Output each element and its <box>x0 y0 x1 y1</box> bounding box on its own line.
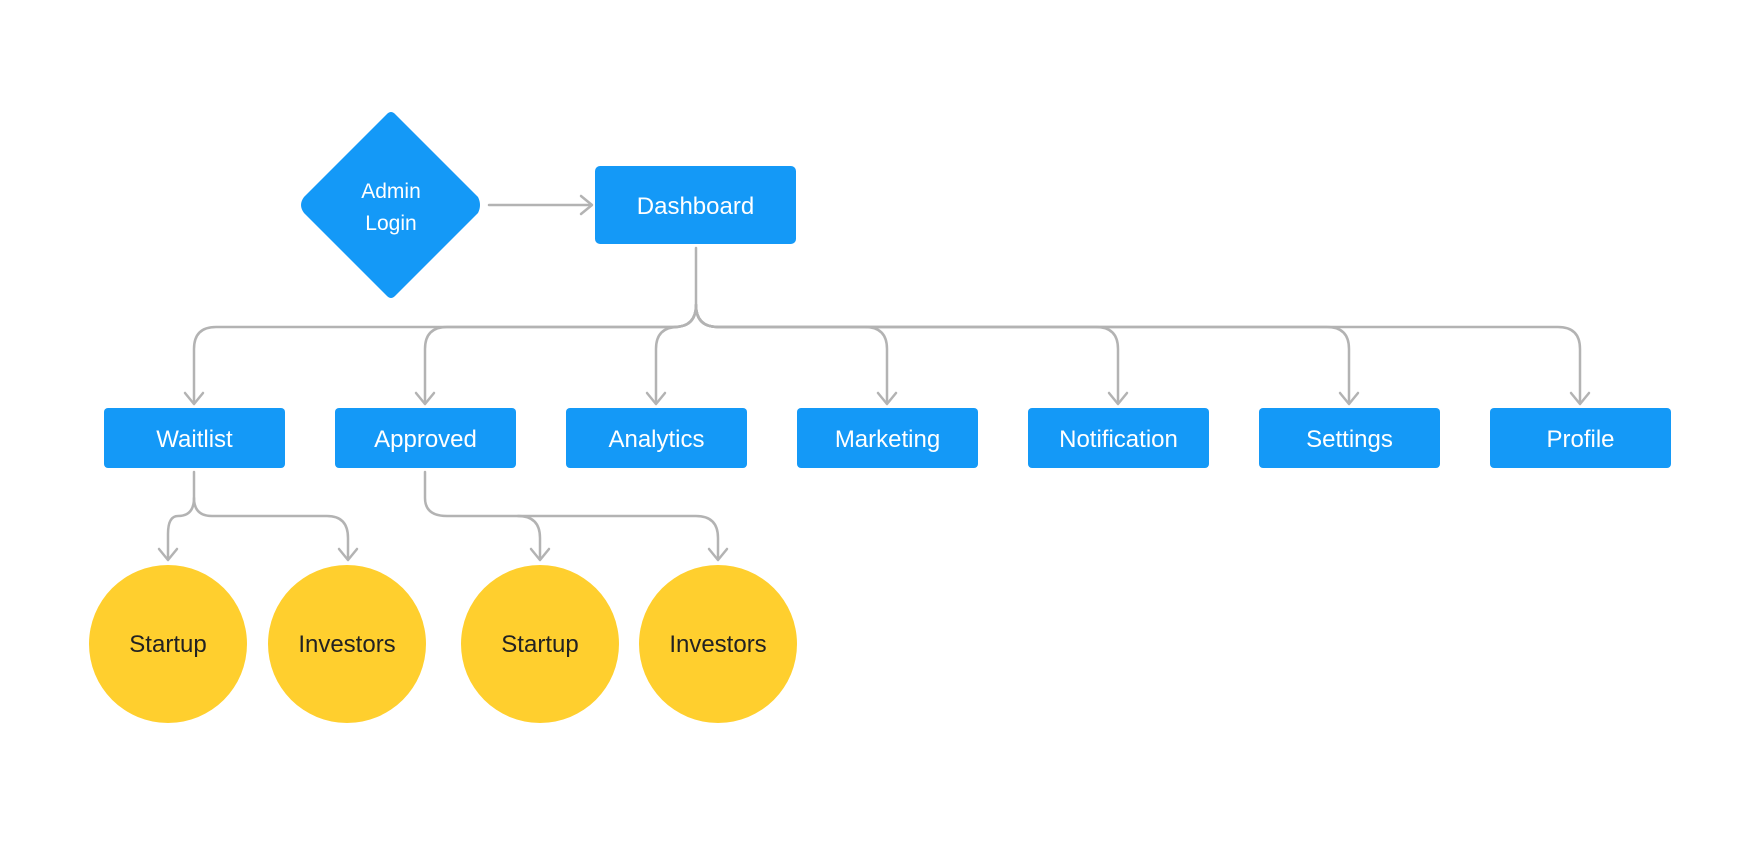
leaf-waitlist-startup[interactable]: Startup <box>89 565 247 723</box>
arrowhead-icon <box>579 194 594 216</box>
arrowhead-icon <box>1338 391 1360 406</box>
section-box <box>1028 408 1209 468</box>
section-box <box>797 408 978 468</box>
arrowhead-icon <box>707 547 729 562</box>
connector-waitlist-startup <box>166 470 196 560</box>
arrowhead-icon <box>876 391 898 406</box>
dashboard-label: Dashboard <box>637 193 754 220</box>
arrowhead-icon <box>645 391 667 406</box>
leaf-circle <box>89 565 247 723</box>
section-label-notification: Notification <box>1059 426 1178 453</box>
decision-diamond <box>301 112 480 298</box>
section-settings[interactable]: Settings <box>1259 408 1440 468</box>
section-waitlist[interactable]: Waitlist <box>104 408 285 468</box>
connector-approved-startup <box>423 470 542 560</box>
section-notification[interactable]: Notification <box>1028 408 1209 468</box>
leaf-approved-investors[interactable]: Investors <box>639 565 797 723</box>
connector-dashboard-analytics <box>654 303 698 404</box>
section-analytics[interactable]: Analytics <box>566 408 747 468</box>
section-box <box>1259 408 1440 468</box>
arrowhead-icon <box>1569 391 1591 406</box>
dashboard-box <box>595 166 796 244</box>
section-label-profile: Profile <box>1546 426 1614 453</box>
arrowhead-icon <box>1107 391 1129 406</box>
section-marketing[interactable]: Marketing <box>797 408 978 468</box>
section-profile[interactable]: Profile <box>1490 408 1671 468</box>
leaf-waitlist-investors[interactable]: Investors <box>268 565 426 723</box>
section-box <box>1490 408 1671 468</box>
section-label-marketing: Marketing <box>835 426 940 453</box>
admin-login-label-line2: Login <box>365 212 416 235</box>
leaf-label-investors: Investors <box>298 631 395 658</box>
admin-login-node[interactable]: Admin Login <box>301 112 480 298</box>
connector-dashboard-marketing <box>694 303 889 404</box>
section-box <box>335 408 516 468</box>
section-box <box>104 408 285 468</box>
connectors <box>157 194 1591 562</box>
arrowhead-icon <box>157 547 179 562</box>
section-label-waitlist: Waitlist <box>156 426 233 453</box>
section-label-approved: Approved <box>374 426 477 453</box>
arrowhead-icon <box>337 547 359 562</box>
section-label-settings: Settings <box>1306 426 1393 453</box>
arrowhead-icon <box>414 391 436 406</box>
section-label-analytics: Analytics <box>608 426 704 453</box>
section-approved[interactable]: Approved <box>335 408 516 468</box>
arrowhead-icon <box>529 547 551 562</box>
connector-dashboard-waitlist <box>192 303 698 404</box>
leaf-circle <box>461 565 619 723</box>
connector-dashboard-settings <box>694 303 1351 404</box>
leaf-circle <box>268 565 426 723</box>
leaf-approved-startup[interactable]: Startup <box>461 565 619 723</box>
leaf-label-startup: Startup <box>501 631 578 658</box>
section-box <box>566 408 747 468</box>
connector-approved-investors <box>516 514 720 560</box>
leaf-label-startup: Startup <box>129 631 206 658</box>
connector-dashboard-profile <box>694 303 1582 404</box>
connector-dashboard-notification <box>694 303 1120 404</box>
dashboard-node[interactable]: Dashboard <box>595 166 796 244</box>
leaf-label-investors: Investors <box>669 631 766 658</box>
connector-waitlist-investors <box>192 496 350 560</box>
admin-login-label-line1: Admin <box>361 180 421 203</box>
arrowhead-icon <box>183 391 205 406</box>
leaf-circle <box>639 565 797 723</box>
